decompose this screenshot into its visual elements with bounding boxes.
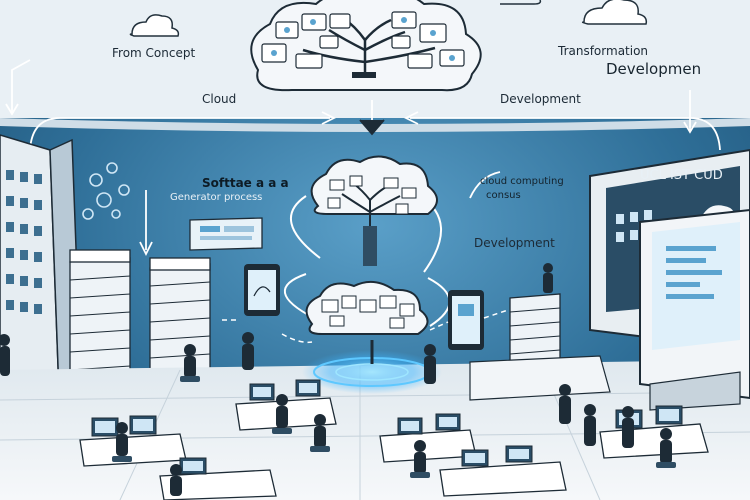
middle-cloud-tree xyxy=(310,155,438,266)
label-cloud: Cloud xyxy=(202,92,237,106)
tablet-icon xyxy=(244,264,280,316)
lower-cloud xyxy=(305,280,429,335)
label-developmen: Developmen xyxy=(606,60,702,78)
monitor-text: UCL IST CUD xyxy=(640,168,723,183)
server-stack-icon xyxy=(469,293,611,401)
label-cloud-computing-2: consus xyxy=(486,190,521,201)
label-cloud-computing: cloud computing xyxy=(480,176,564,187)
monitor-icon xyxy=(589,148,750,411)
person-icon xyxy=(0,263,672,496)
label-development-top: Development xyxy=(500,92,581,106)
server-stack-icon xyxy=(69,249,211,385)
tablet-icon xyxy=(448,290,484,350)
cloud-icon xyxy=(581,0,648,25)
label-software: Softtae a a a xyxy=(202,176,289,190)
cloud-icon xyxy=(129,14,180,37)
label-generator: Generator process xyxy=(170,192,263,203)
flow-panel xyxy=(189,217,263,251)
cloud-icon xyxy=(500,0,542,5)
label-from-concept: From Concept xyxy=(112,46,196,60)
label-development-mid: Development xyxy=(474,236,555,250)
label-transformation: Transformation xyxy=(558,44,649,58)
gear-icon xyxy=(82,162,130,220)
workstations xyxy=(79,379,709,500)
top-cloud-tree xyxy=(250,0,482,92)
